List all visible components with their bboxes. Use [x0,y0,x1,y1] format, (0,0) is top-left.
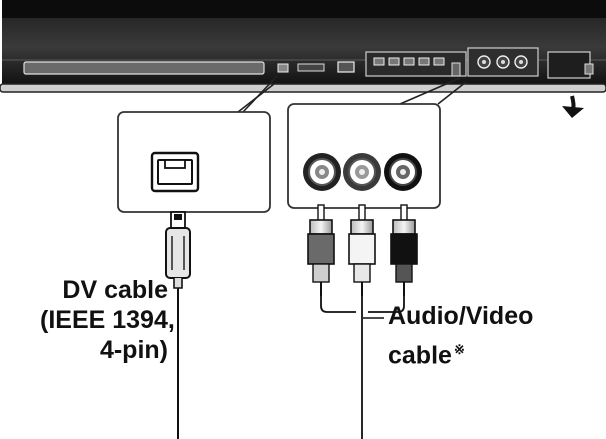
card-slot [297,63,325,72]
arrow-down-right-icon [562,95,584,118]
note-mark: ※ [453,342,465,357]
av-cable-label-line1: Audio/Video [388,302,534,330]
av-cable-label: Audio/Video cable※ [388,302,533,369]
dv-port-icon [150,151,200,193]
front-indicator [277,63,289,73]
rca-jack-icon [303,153,422,191]
dv-cable-label-line1: DV cable [62,276,168,304]
front-door [547,51,591,79]
dv-cable-plug [165,211,191,439]
av-jacks-callout [287,103,441,209]
dv-cable-label-line3: 4-pin) [99,336,168,364]
callout-lines [237,75,467,113]
usb-port [337,61,355,73]
front-jacks [477,55,528,69]
dv-cable-label: DV cable (IEEE 1394, 4-pin) [40,276,175,364]
front-buttons [373,57,445,66]
disc-tray [23,61,265,75]
rca-plug-icon [307,204,418,296]
dv-cable-label-line2: (IEEE 1394, [40,306,175,334]
av-cable-label-line2: cable※ [388,336,533,369]
dv-port-callout [117,111,271,213]
recorder-front-panel [0,0,606,93]
av-cable-wires [320,296,405,439]
av-cable-label-text: cable [388,341,452,370]
